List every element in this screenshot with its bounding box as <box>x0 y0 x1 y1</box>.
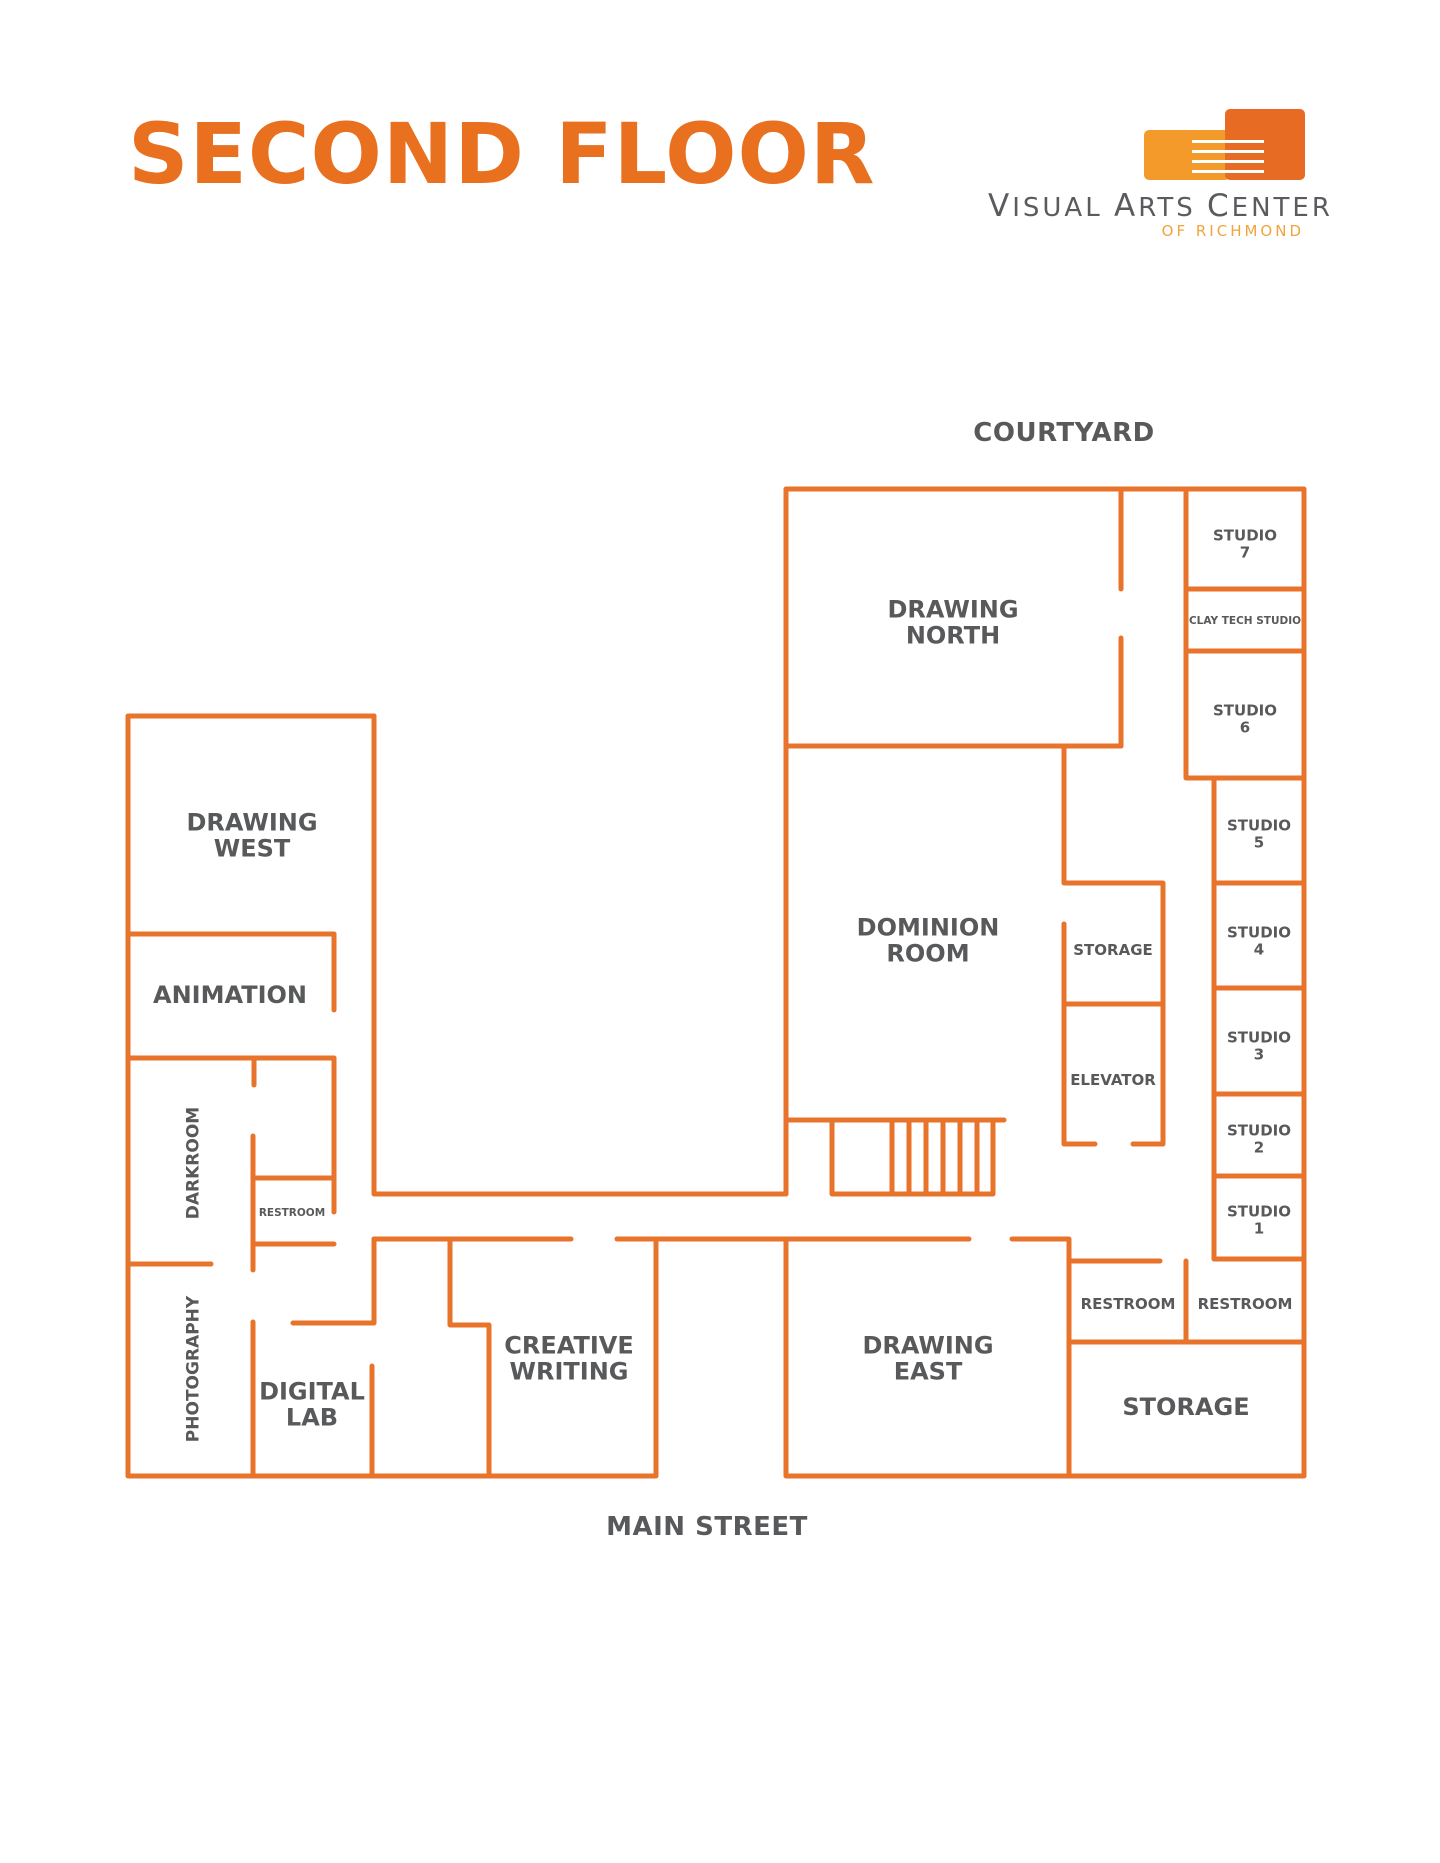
page-title: SECOND FLOOR <box>128 105 876 203</box>
room-restroom-east-2: RESTROOM <box>1197 1294 1293 1313</box>
logo-mark-icon <box>1144 109 1305 180</box>
room-storage-upper: STORAGE <box>1073 940 1153 959</box>
room-elevator: ELEVATOR <box>1070 1070 1156 1089</box>
logo-subtitle: OF RICHMOND <box>1161 222 1304 240</box>
room-storage-lower: STORAGE <box>1122 1392 1250 1421</box>
room-darkroom: DARKROOM <box>183 1106 204 1220</box>
courtyard-label: COURTYARD <box>973 418 1155 448</box>
room-animation: ANIMATION <box>153 980 307 1009</box>
room-clay-tech-studio: CLAY TECH STUDIO <box>1188 615 1302 628</box>
room-restroom-east-1: RESTROOM <box>1080 1294 1176 1313</box>
logo-name: VISUAL ARTS CENTER <box>988 188 1333 224</box>
room-restroom-west: RESTROOM <box>258 1207 326 1220</box>
main-street-label: MAIN STREET <box>606 1512 808 1542</box>
room-photography: PHOTOGRAPHY <box>183 1295 204 1443</box>
visual-arts-center-logo: VISUAL ARTS CENTER OF RICHMOND <box>980 104 1330 244</box>
